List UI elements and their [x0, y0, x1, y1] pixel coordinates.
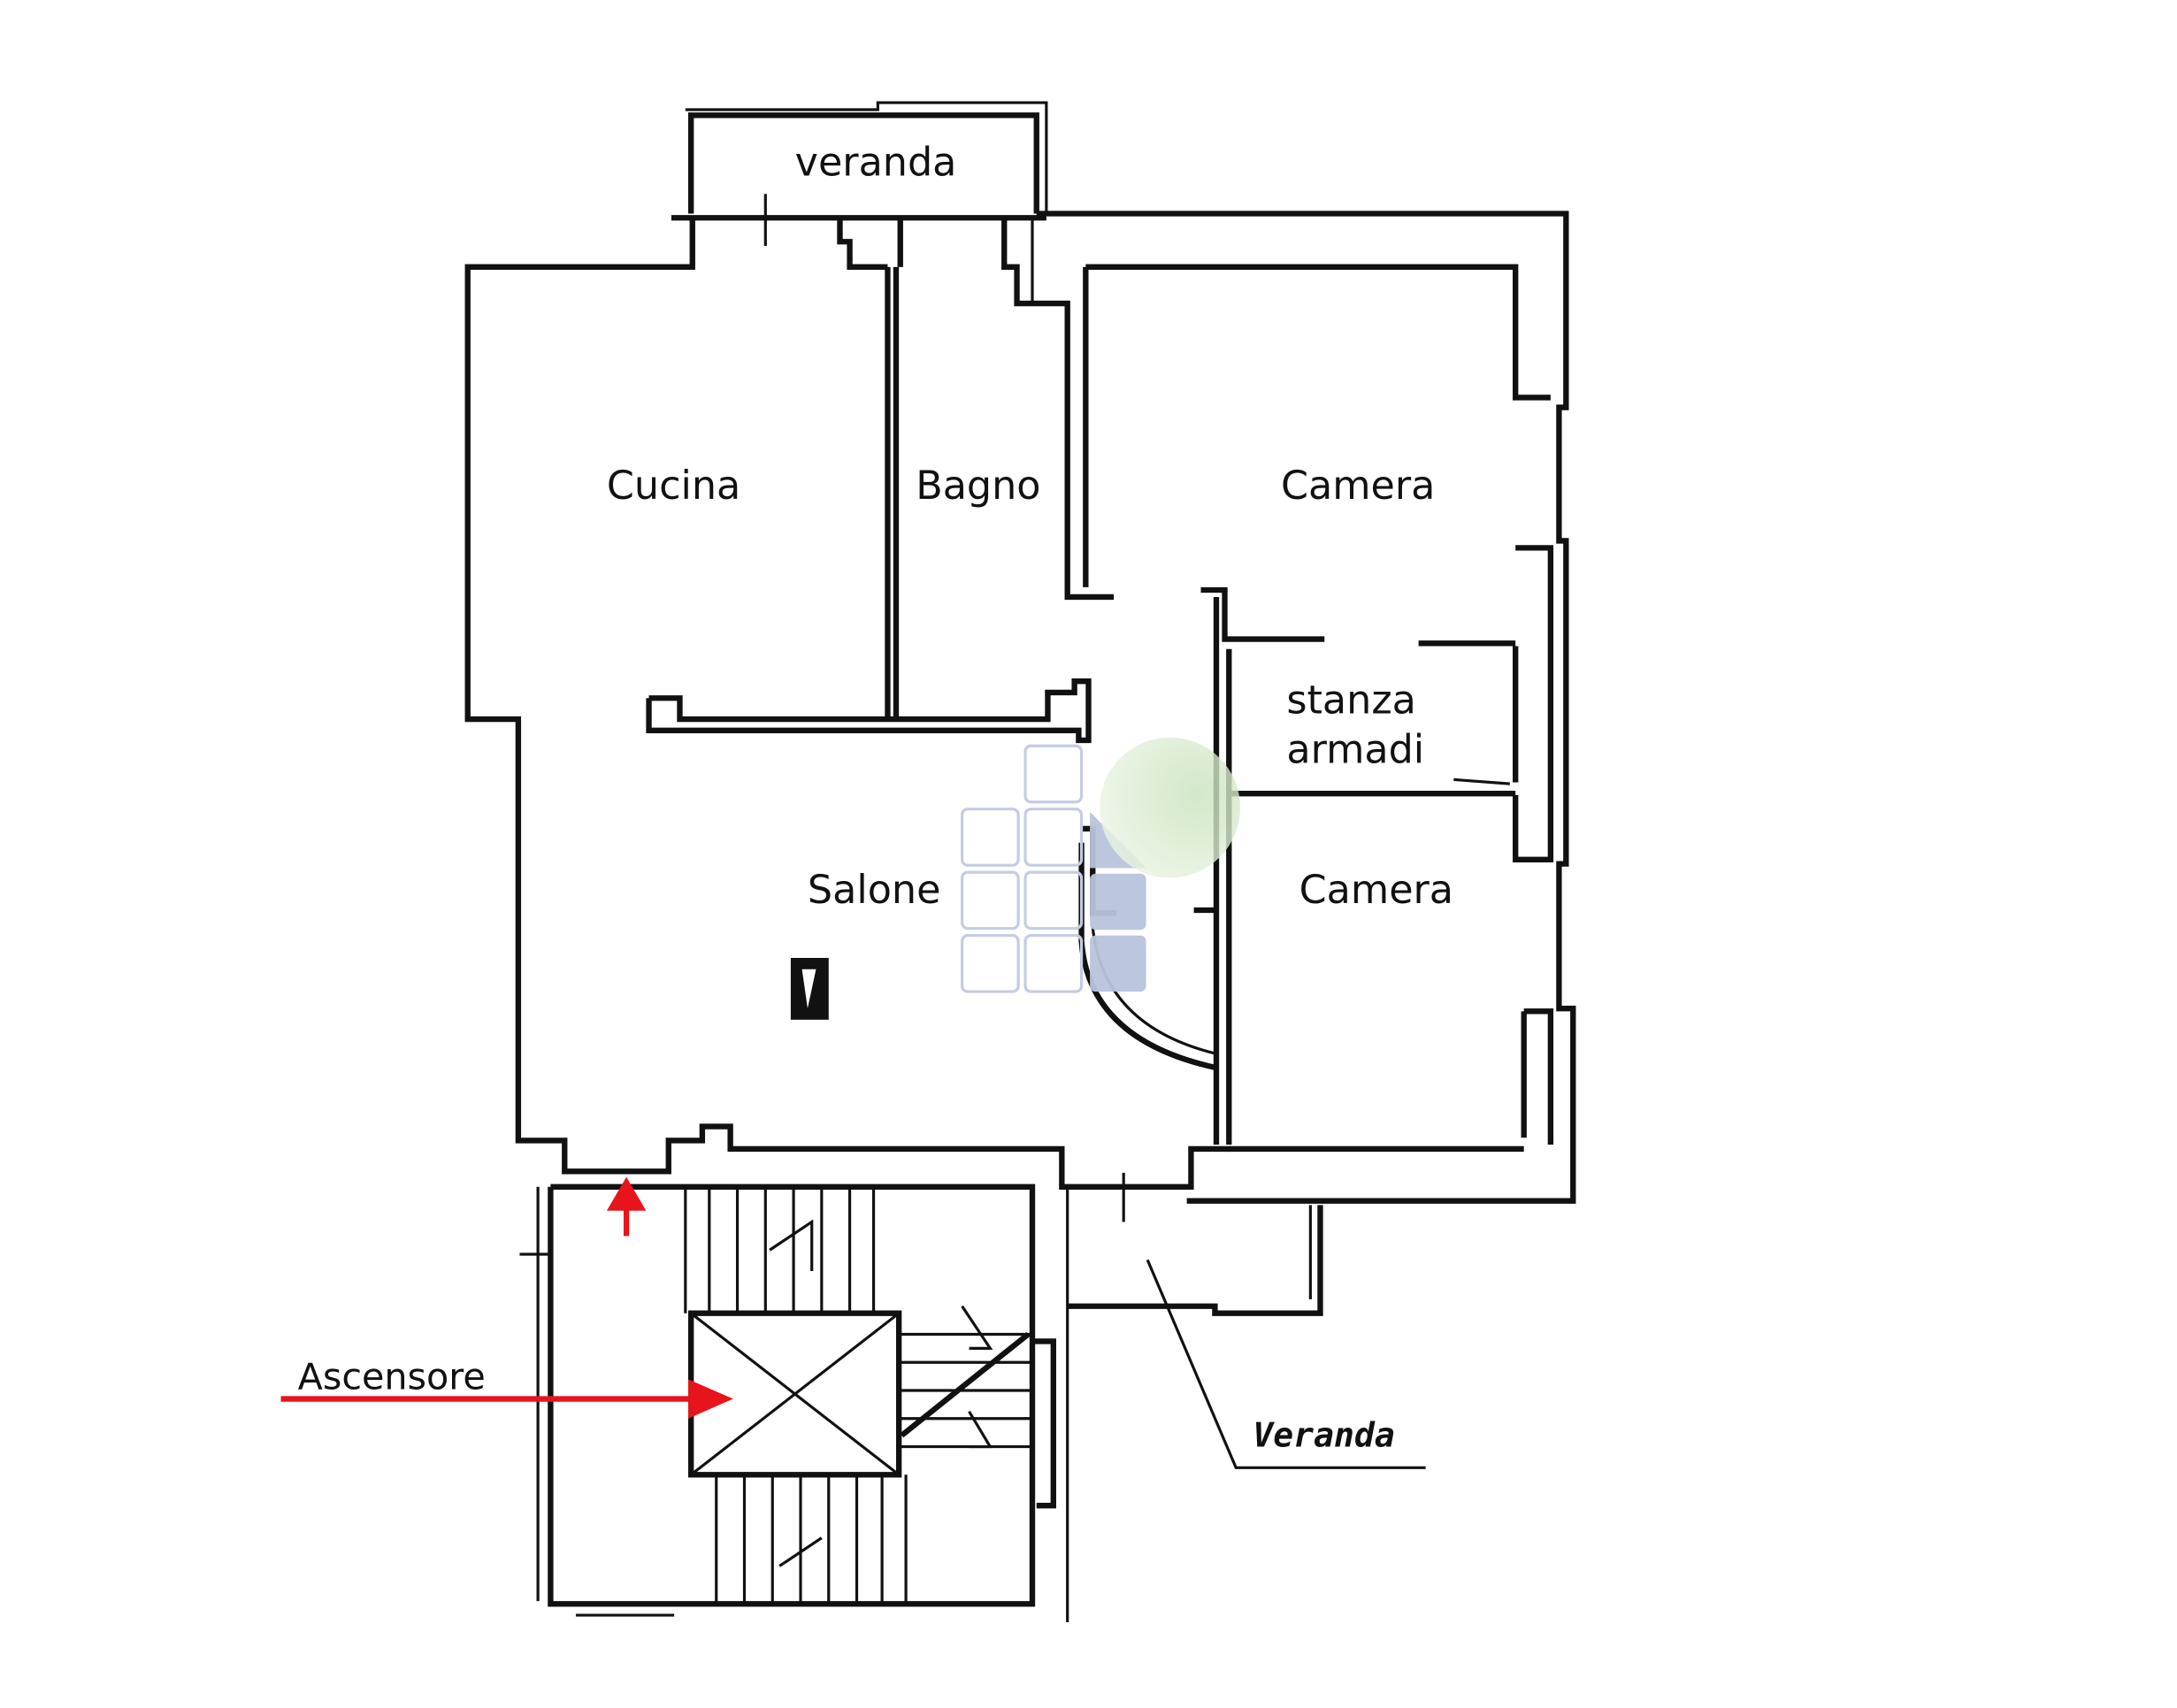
elevator-arrow	[280, 1379, 733, 1419]
entrance-arrow	[606, 1176, 647, 1237]
outer-walls	[464, 211, 1576, 1204]
label-stanza: stanza	[1286, 678, 1416, 724]
veranda-top-walls	[671, 101, 1048, 247]
label-cucina: Cucina	[607, 463, 740, 509]
label-camera-2: Camera	[1299, 868, 1453, 913]
label-veranda-top: veranda	[795, 141, 957, 186]
veranda-bottom-walls	[1067, 1172, 1426, 1469]
stairwell	[519, 1183, 1069, 1622]
label-salone: Salone	[808, 868, 940, 913]
label-armadi: armadi	[1286, 727, 1424, 772]
label-veranda-bottom: Veranda	[1253, 1416, 1395, 1455]
watermark-logo	[961, 737, 1240, 993]
label-camera-1: Camera	[1281, 463, 1435, 509]
label-bagno: Bagno	[916, 463, 1040, 509]
label-ascensore: Ascensore	[298, 1355, 486, 1398]
internal-walls	[646, 266, 1524, 1153]
